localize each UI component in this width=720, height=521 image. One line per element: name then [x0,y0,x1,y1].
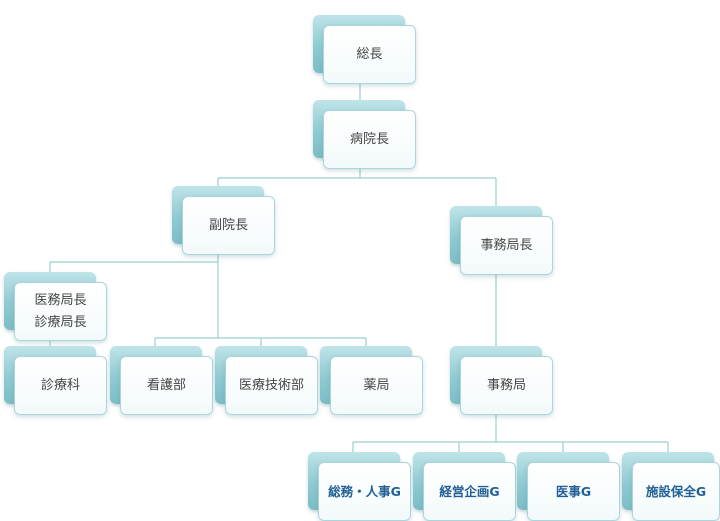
node-label: 総務・人事G [328,483,401,499]
node-label: 診療局長 [34,314,87,330]
node-label: 総長 [356,46,383,62]
node-card: 副院長 [182,196,275,255]
node-card: 病院長 [323,110,416,169]
node-label: 事務局長 [480,237,533,253]
node-card: 施設保全G [632,462,720,521]
node-label: 事務局 [486,377,526,393]
node-label: 薬局 [363,377,390,393]
node-label: 医療技術部 [238,377,304,393]
node-label: 診療科 [40,377,80,393]
node-card: 事務局長 [460,216,553,275]
node-card: 医事G [527,462,620,521]
node-card: 総長 [323,25,416,84]
node-card: 診療科 [14,356,107,415]
node-card: 薬局 [330,356,423,415]
node-card: 看護部 [120,356,213,415]
node-card: 医務局長 診療局長 [14,282,107,341]
node-card: 事務局 [460,356,553,415]
node-card: 経営企画G [423,462,516,521]
node-label: 看護部 [146,377,186,393]
node-label: 医務局長 [34,292,87,308]
node-label: 医事G [555,483,592,499]
node-label: 副院長 [208,217,248,233]
node-label: 病院長 [349,131,389,147]
node-card: 総務・人事G [318,462,411,521]
node-card: 医療技術部 [225,356,318,415]
node-label: 経営企画G [439,483,500,499]
node-label: 施設保全G [645,483,707,499]
